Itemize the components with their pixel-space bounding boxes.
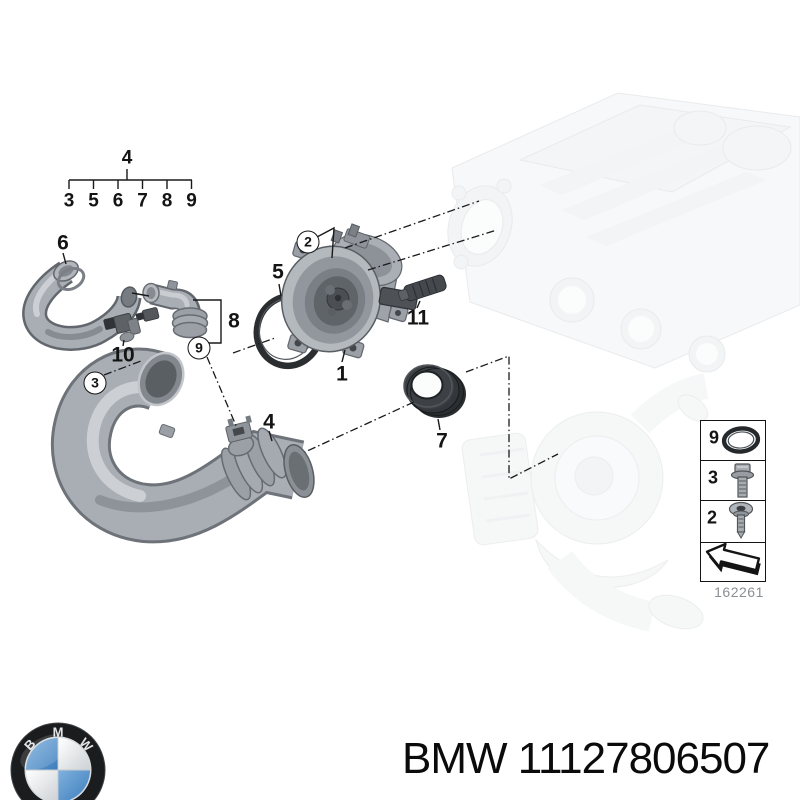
callout-tree-leaf: 9 [186, 190, 197, 212]
legend-direction-arrow-icon [705, 542, 761, 576]
callout-oring-5: 5 [272, 260, 284, 284]
logo-quadrant [58, 738, 90, 770]
callout-hose: 6 [57, 231, 69, 255]
legend-o-ring-icon [721, 426, 761, 454]
engine-cylinder-head-faded [447, 92, 800, 373]
fastener-legend-box [700, 420, 766, 582]
legend-divider [700, 500, 766, 501]
logo-quadrant [26, 738, 58, 770]
intake-duct-part4 [50, 347, 315, 544]
callout-tree-leaf: 3 [63, 190, 75, 212]
legend-divider [700, 542, 766, 543]
turbocharger-faded [461, 373, 709, 632]
callout-seal-7: 7 [436, 429, 448, 453]
legend-pan-screw-icon [728, 501, 754, 539]
logo-quadrant [58, 770, 90, 800]
elbow-fitting-part8 [135, 280, 209, 339]
sensor-part11 [397, 274, 447, 302]
callout-tree-leaf: 6 [112, 190, 124, 212]
legend-label-3: 3 [707, 467, 719, 488]
callout-duct-4: 4 [263, 410, 275, 434]
callout-group-root: 4 [121, 147, 133, 169]
leader-lines [62, 169, 441, 442]
logo-letter-m: M [53, 725, 64, 740]
sensor-part10 [103, 312, 141, 343]
callout-tree-leaf: 5 [88, 190, 99, 212]
callout-circled-3: 3 [83, 371, 107, 395]
bmw-logo: B M W [10, 722, 106, 800]
callout-sensor-11: 11 [406, 306, 430, 330]
callout-circled-9: 9 [187, 336, 211, 360]
legend-label-2: 2 [706, 507, 718, 528]
figure-code: 162261 [714, 584, 764, 600]
legend-flange-bolt-icon [730, 463, 755, 498]
legend-divider [700, 460, 766, 461]
callout-sensor-10: 10 [111, 343, 135, 367]
profile-gasket-part7 [403, 364, 466, 418]
throttle-body-part1 [280, 223, 419, 359]
callout-tree-leaf: 8 [161, 190, 173, 212]
callout-tree-leaf: 7 [137, 190, 148, 212]
legend-label-9: 9 [708, 427, 720, 448]
callout-throttle-1: 1 [336, 362, 348, 386]
assembly-dash-lines [103, 200, 559, 481]
logo-quadrant [26, 770, 58, 800]
callout-circled-2: 2 [296, 230, 320, 254]
part-number-label: BMW 11127806507 [402, 734, 770, 783]
callout-elbow-8: 8 [228, 309, 240, 333]
